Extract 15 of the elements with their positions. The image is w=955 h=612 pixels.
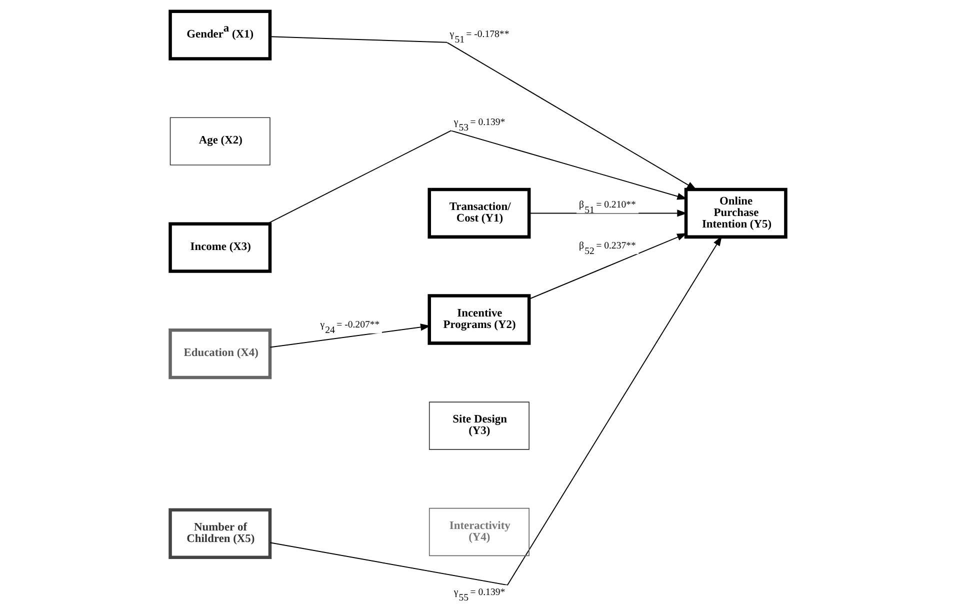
node-box: Education (X4) [168,328,272,380]
node-box: Income (X3) [168,222,272,273]
node-box: Site Design (Y3) [428,402,529,450]
node-box: Interactivity (Y4) [428,508,529,556]
node-box: Incentive Programs (Y2) [427,294,530,345]
arrow [266,130,687,224]
node-box: Age (X2) [169,117,270,166]
node-box: Online Purchase Intention (Y5) [684,188,787,239]
arrow [528,210,687,217]
node-box: Number of Children (X5) [168,508,272,559]
arrow [269,36,696,190]
node-box: Transaction/ Cost (Y1) [427,188,530,239]
arrow [269,236,722,586]
arrow [269,324,430,348]
arrow [528,233,687,300]
